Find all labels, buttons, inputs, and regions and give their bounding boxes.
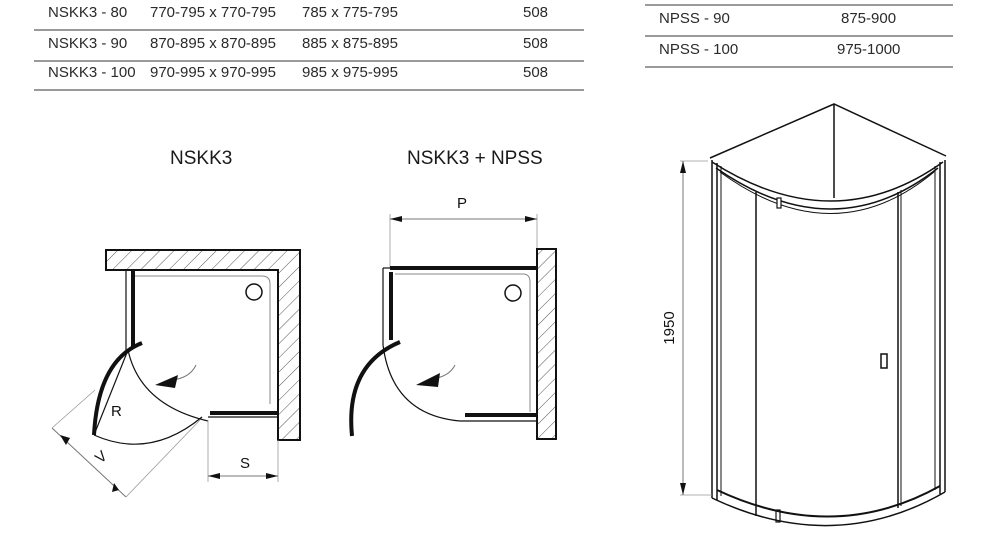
table-row: NSKK3 - 90 870-895 x 870-895 885 x 875-8… [34, 31, 584, 62]
range-cell: 870-895 x 870-895 [150, 35, 276, 52]
range-cell: 770-795 x 770-795 [150, 4, 276, 21]
table-row: NSKK3 - 100 970-995 x 970-995 985 x 975-… [34, 60, 584, 91]
model-cell: NSKK3 - 80 [48, 4, 128, 21]
table-row: NPSS - 100 975-1000 [645, 37, 953, 68]
value-cell: 508 [523, 64, 549, 81]
figure-title-nskk3: NSKK3 [170, 148, 233, 169]
size-cell: 885 x 875-895 [302, 35, 398, 52]
range-cell: 970-995 x 970-995 [150, 64, 276, 81]
value-cell: 508 [523, 35, 549, 52]
range-cell: 975-1000 [837, 41, 901, 58]
width-label: P [457, 195, 467, 212]
hinge-icon [776, 197, 782, 209]
table-rule [645, 4, 953, 6]
model-cell: NSKK3 - 90 [48, 35, 128, 52]
value-cell: 508 [523, 4, 549, 21]
drain-icon [504, 284, 522, 302]
rotation-arrow-icon [155, 375, 178, 388]
height-label: 1950 [661, 311, 678, 344]
model-cell: NSKK3 - 100 [48, 64, 136, 81]
table-row: NPSS - 90 875-900 [645, 6, 953, 37]
side-label: S [240, 455, 250, 472]
drain-icon [245, 283, 263, 301]
figure-title-nskk3-npss: NSKK3 + NPSS [407, 148, 543, 169]
size-cell: 985 x 975-995 [302, 64, 398, 81]
hinge-icon [775, 509, 781, 523]
range-cell: 875-900 [841, 10, 897, 27]
rotation-arrow-icon [416, 373, 440, 387]
wall-hatched [536, 248, 557, 440]
model-cell: NPSS - 100 [659, 41, 739, 58]
size-cell: 785 x 775-795 [302, 4, 398, 21]
table-row: NSKK3 - 80 770-795 x 770-795 785 x 775-7… [34, 0, 584, 31]
door-handle-icon [880, 353, 888, 369]
model-cell: NPSS - 90 [659, 10, 730, 27]
radius-label: R [111, 403, 122, 420]
